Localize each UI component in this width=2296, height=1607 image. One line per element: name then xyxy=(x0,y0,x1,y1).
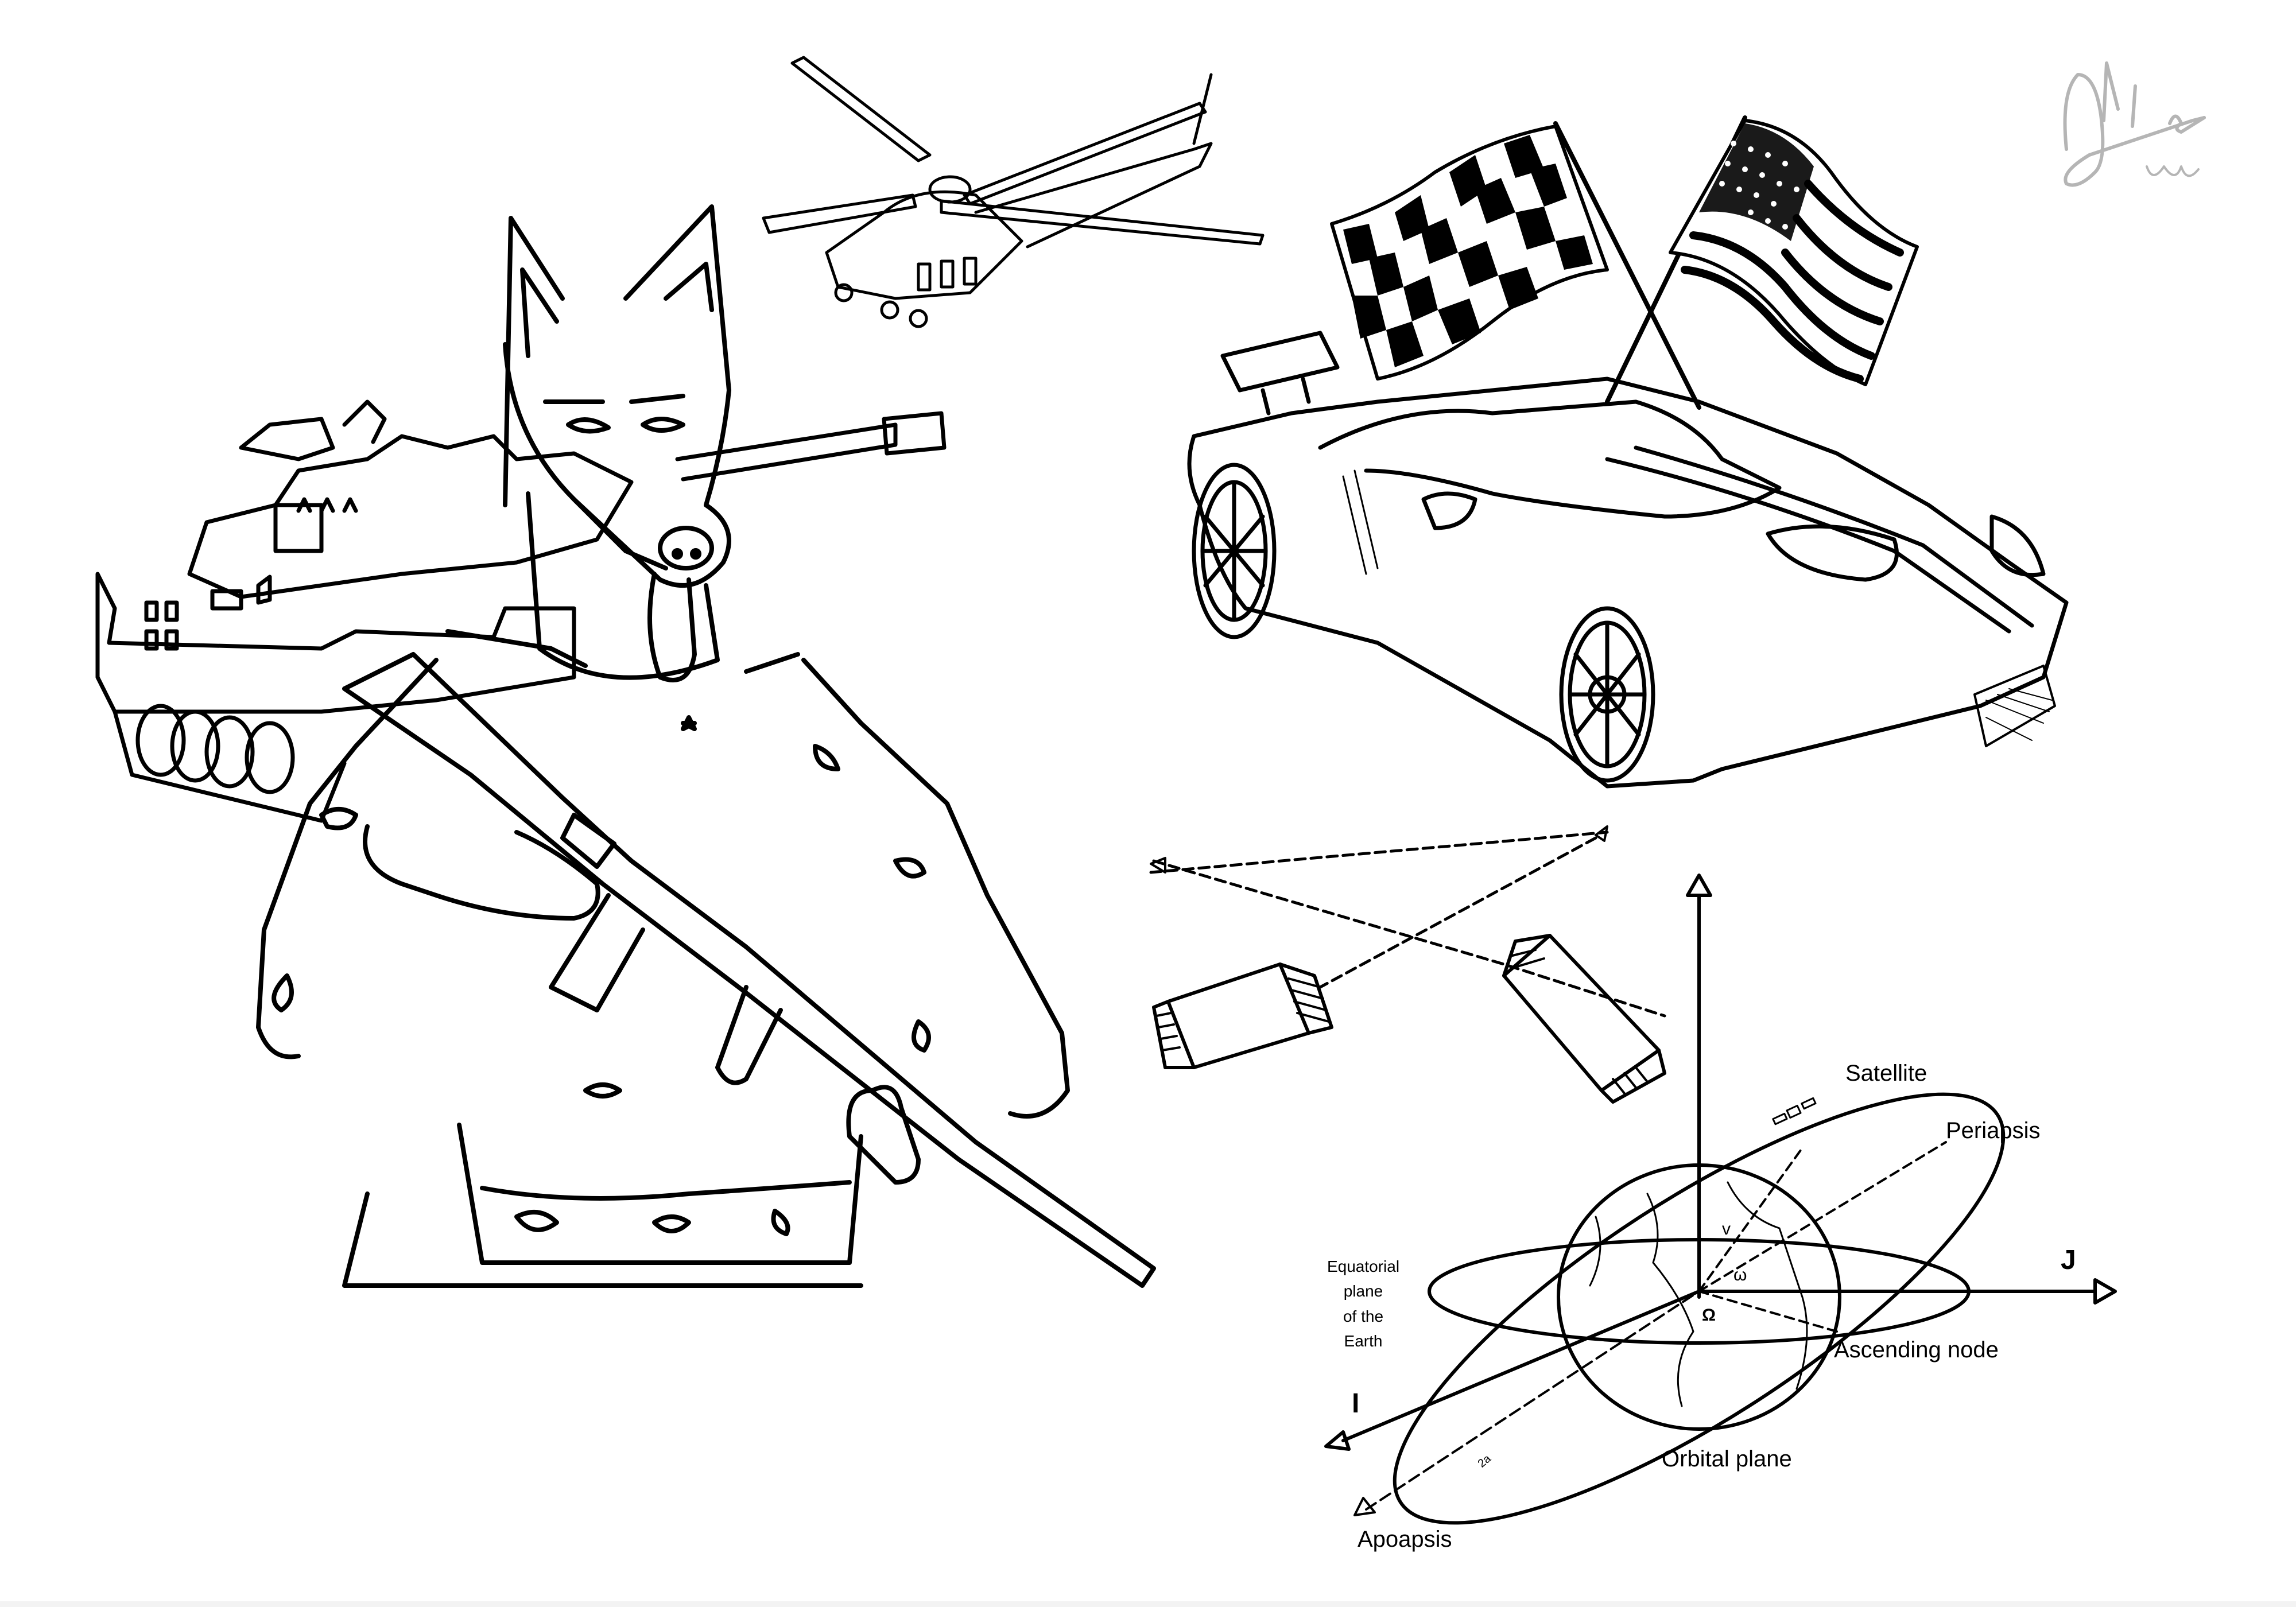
rockets-drawing xyxy=(1149,825,1666,1104)
label-equatorial-line-1: Equatorial xyxy=(1327,1257,1400,1275)
label-nu: v xyxy=(1722,1220,1731,1239)
artist-signature xyxy=(2063,61,2206,187)
label-axis-j: J xyxy=(2061,1245,2076,1275)
helicopter-drawing xyxy=(762,56,1265,328)
orbit-diagram-drawing xyxy=(1324,874,2117,1525)
label-axis-i: I xyxy=(1352,1388,1360,1419)
label-omega-capital: Ω xyxy=(1702,1306,1716,1325)
label-equatorial-line-2: plane xyxy=(1343,1282,1383,1301)
tank-drawing xyxy=(95,399,947,823)
satellite-icon xyxy=(1772,1097,1817,1125)
label-satellite: Satellite xyxy=(1845,1061,1927,1086)
american-flag-canton xyxy=(1699,123,1814,241)
label-orbital-plane: Orbital plane xyxy=(1662,1446,1792,1472)
dog-soldier-drawing xyxy=(256,204,1156,1288)
label-equatorial-plane: Equatorial plane of the Earth xyxy=(1314,1254,1412,1354)
label-ascending-node: Ascending node xyxy=(1834,1337,1999,1363)
bottom-edge xyxy=(0,1601,2296,1607)
label-equatorial-line-4: Earth xyxy=(1344,1332,1383,1350)
label-periapsis: Periapsis xyxy=(1946,1118,2041,1143)
label-equatorial-line-3: of the xyxy=(1343,1307,1384,1325)
label-apoapsis: Apoapsis xyxy=(1358,1527,1452,1552)
label-omega-small: ω xyxy=(1733,1266,1747,1284)
flags-drawing xyxy=(1330,115,1919,410)
sports-car-drawing xyxy=(1187,331,2069,789)
